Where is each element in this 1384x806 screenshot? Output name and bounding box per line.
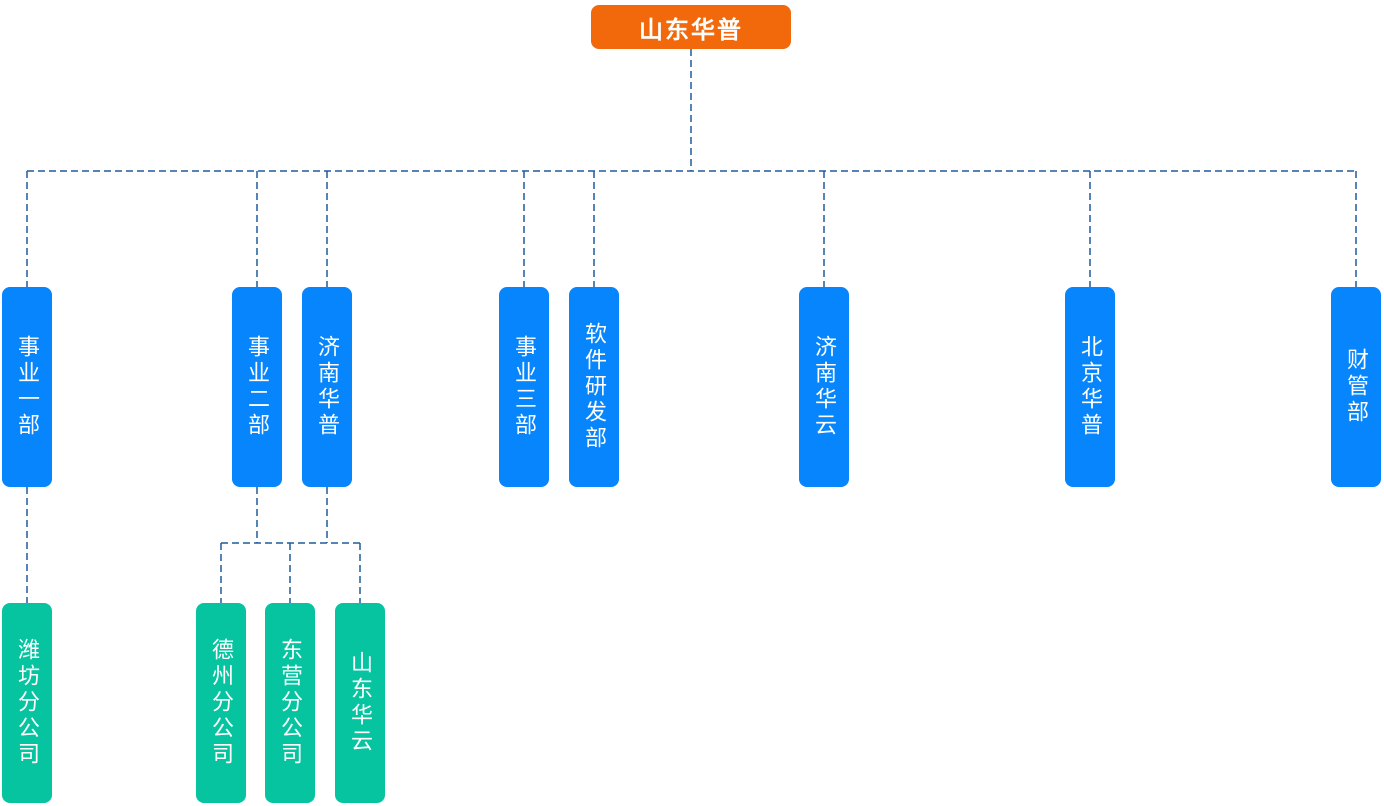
org-node-branch-shandong-huayun[interactable]: 山东华云 <box>335 603 385 803</box>
org-node-dept-shiye-sanbu[interactable]: 事业三部 <box>499 287 549 487</box>
org-node-dept-beijing-huapu[interactable]: 北京华普 <box>1065 287 1115 487</box>
org-node-dept-caiguanbu[interactable]: 财管部 <box>1331 287 1381 487</box>
org-node-dept-shiye-yibu[interactable]: 事业一部 <box>2 287 52 487</box>
org-node-branch-dongying[interactable]: 东营分公司 <box>265 603 315 803</box>
org-node-branch-dezhou[interactable]: 德州分公司 <box>196 603 246 803</box>
org-node-dept-jinan-huayun[interactable]: 济南华云 <box>799 287 849 487</box>
org-node-dept-ruanjian-yanfa[interactable]: 软件研发部 <box>569 287 619 487</box>
org-node-root[interactable]: 山东华普 <box>591 5 791 49</box>
org-node-branch-weifang[interactable]: 潍坊分公司 <box>2 603 52 803</box>
org-node-dept-jinan-huapu[interactable]: 济南华普 <box>302 287 352 487</box>
org-node-dept-shiye-erbu[interactable]: 事业二部 <box>232 287 282 487</box>
